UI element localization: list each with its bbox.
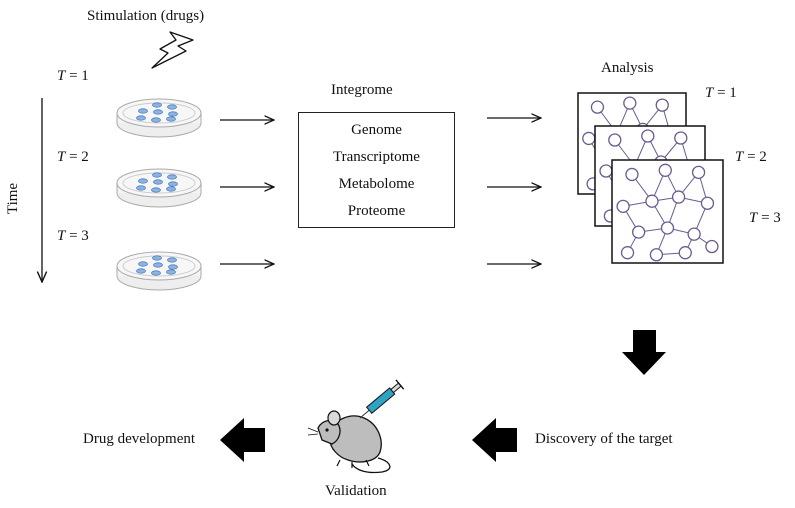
network-label-2: T = 2 xyxy=(735,149,767,165)
cell-colony xyxy=(167,104,177,110)
cell-colony xyxy=(168,181,178,187)
development-label: Drug development xyxy=(83,431,196,447)
cell-colony xyxy=(138,108,148,114)
network-node xyxy=(674,131,688,145)
cell-colony xyxy=(136,185,146,191)
integrome-box: Genome Transcriptome Metabolome Proteome xyxy=(298,112,455,228)
network-node xyxy=(590,100,605,114)
cell-colony xyxy=(138,261,148,267)
cell-colony xyxy=(151,270,161,276)
network-node xyxy=(631,225,646,239)
cell-colony xyxy=(153,109,163,115)
cell-colony xyxy=(136,115,146,121)
syringe-icon xyxy=(359,379,405,419)
network-node xyxy=(641,129,655,143)
network-node xyxy=(649,248,664,262)
network-node xyxy=(608,133,622,147)
cell-colony xyxy=(152,172,162,178)
network-node xyxy=(658,163,672,177)
cell-colony xyxy=(166,269,176,275)
omic-metabolome: Metabolome xyxy=(338,176,415,192)
cell-colony xyxy=(151,117,161,123)
network-node xyxy=(625,167,639,182)
integrome-title: Integrome xyxy=(331,82,393,98)
cell-colony xyxy=(167,174,177,180)
omic-proteome: Proteome xyxy=(347,203,406,219)
network-node xyxy=(599,164,613,178)
time-point-1: T = 1 xyxy=(57,68,89,84)
cell-colony xyxy=(151,187,161,193)
network-node xyxy=(660,221,675,235)
omic-transcriptome: Transcriptome xyxy=(333,149,420,165)
cell-colony xyxy=(168,111,178,117)
analysis-title: Analysis xyxy=(601,60,654,76)
network-node xyxy=(623,96,637,110)
big-arrow-left-development xyxy=(220,418,265,462)
network-label-3: T = 3 xyxy=(749,210,781,226)
network-node xyxy=(620,246,635,260)
cell-colony xyxy=(136,268,146,274)
mouse-icon xyxy=(307,410,391,474)
cell-colony xyxy=(152,255,162,261)
cell-colony xyxy=(166,186,176,192)
network-node xyxy=(645,194,659,208)
cell-colony xyxy=(166,116,176,122)
cell-colonies xyxy=(136,102,178,276)
network-node xyxy=(655,98,669,112)
cell-colony xyxy=(168,264,178,270)
network-node xyxy=(691,165,706,180)
validation-label: Validation xyxy=(325,483,387,499)
time-point-3: T = 3 xyxy=(57,228,89,244)
cell-colony xyxy=(153,262,163,268)
cell-colony xyxy=(138,178,148,184)
big-arrow-left-discovery xyxy=(472,418,517,462)
network-node xyxy=(705,239,719,254)
network-node xyxy=(671,190,686,204)
network-label-1: T = 1 xyxy=(705,85,737,101)
network-panel-3 xyxy=(611,159,724,264)
network-node xyxy=(678,246,692,260)
stimulation-label: Stimulation (drugs) xyxy=(87,8,205,24)
omic-genome: Genome xyxy=(351,122,402,138)
discovery-label: Discovery of the target xyxy=(535,431,673,447)
network-node xyxy=(687,227,701,241)
network-node xyxy=(582,131,596,146)
big-arrow-down xyxy=(622,330,666,375)
network-node xyxy=(700,196,715,210)
cell-colony xyxy=(152,102,162,108)
lightning-bolt-icon xyxy=(151,31,194,69)
time-point-2: T = 2 xyxy=(57,149,89,165)
cell-colony xyxy=(153,179,163,185)
network-node xyxy=(616,199,630,214)
cell-colony xyxy=(167,257,177,263)
time-axis-label: Time xyxy=(5,182,22,215)
